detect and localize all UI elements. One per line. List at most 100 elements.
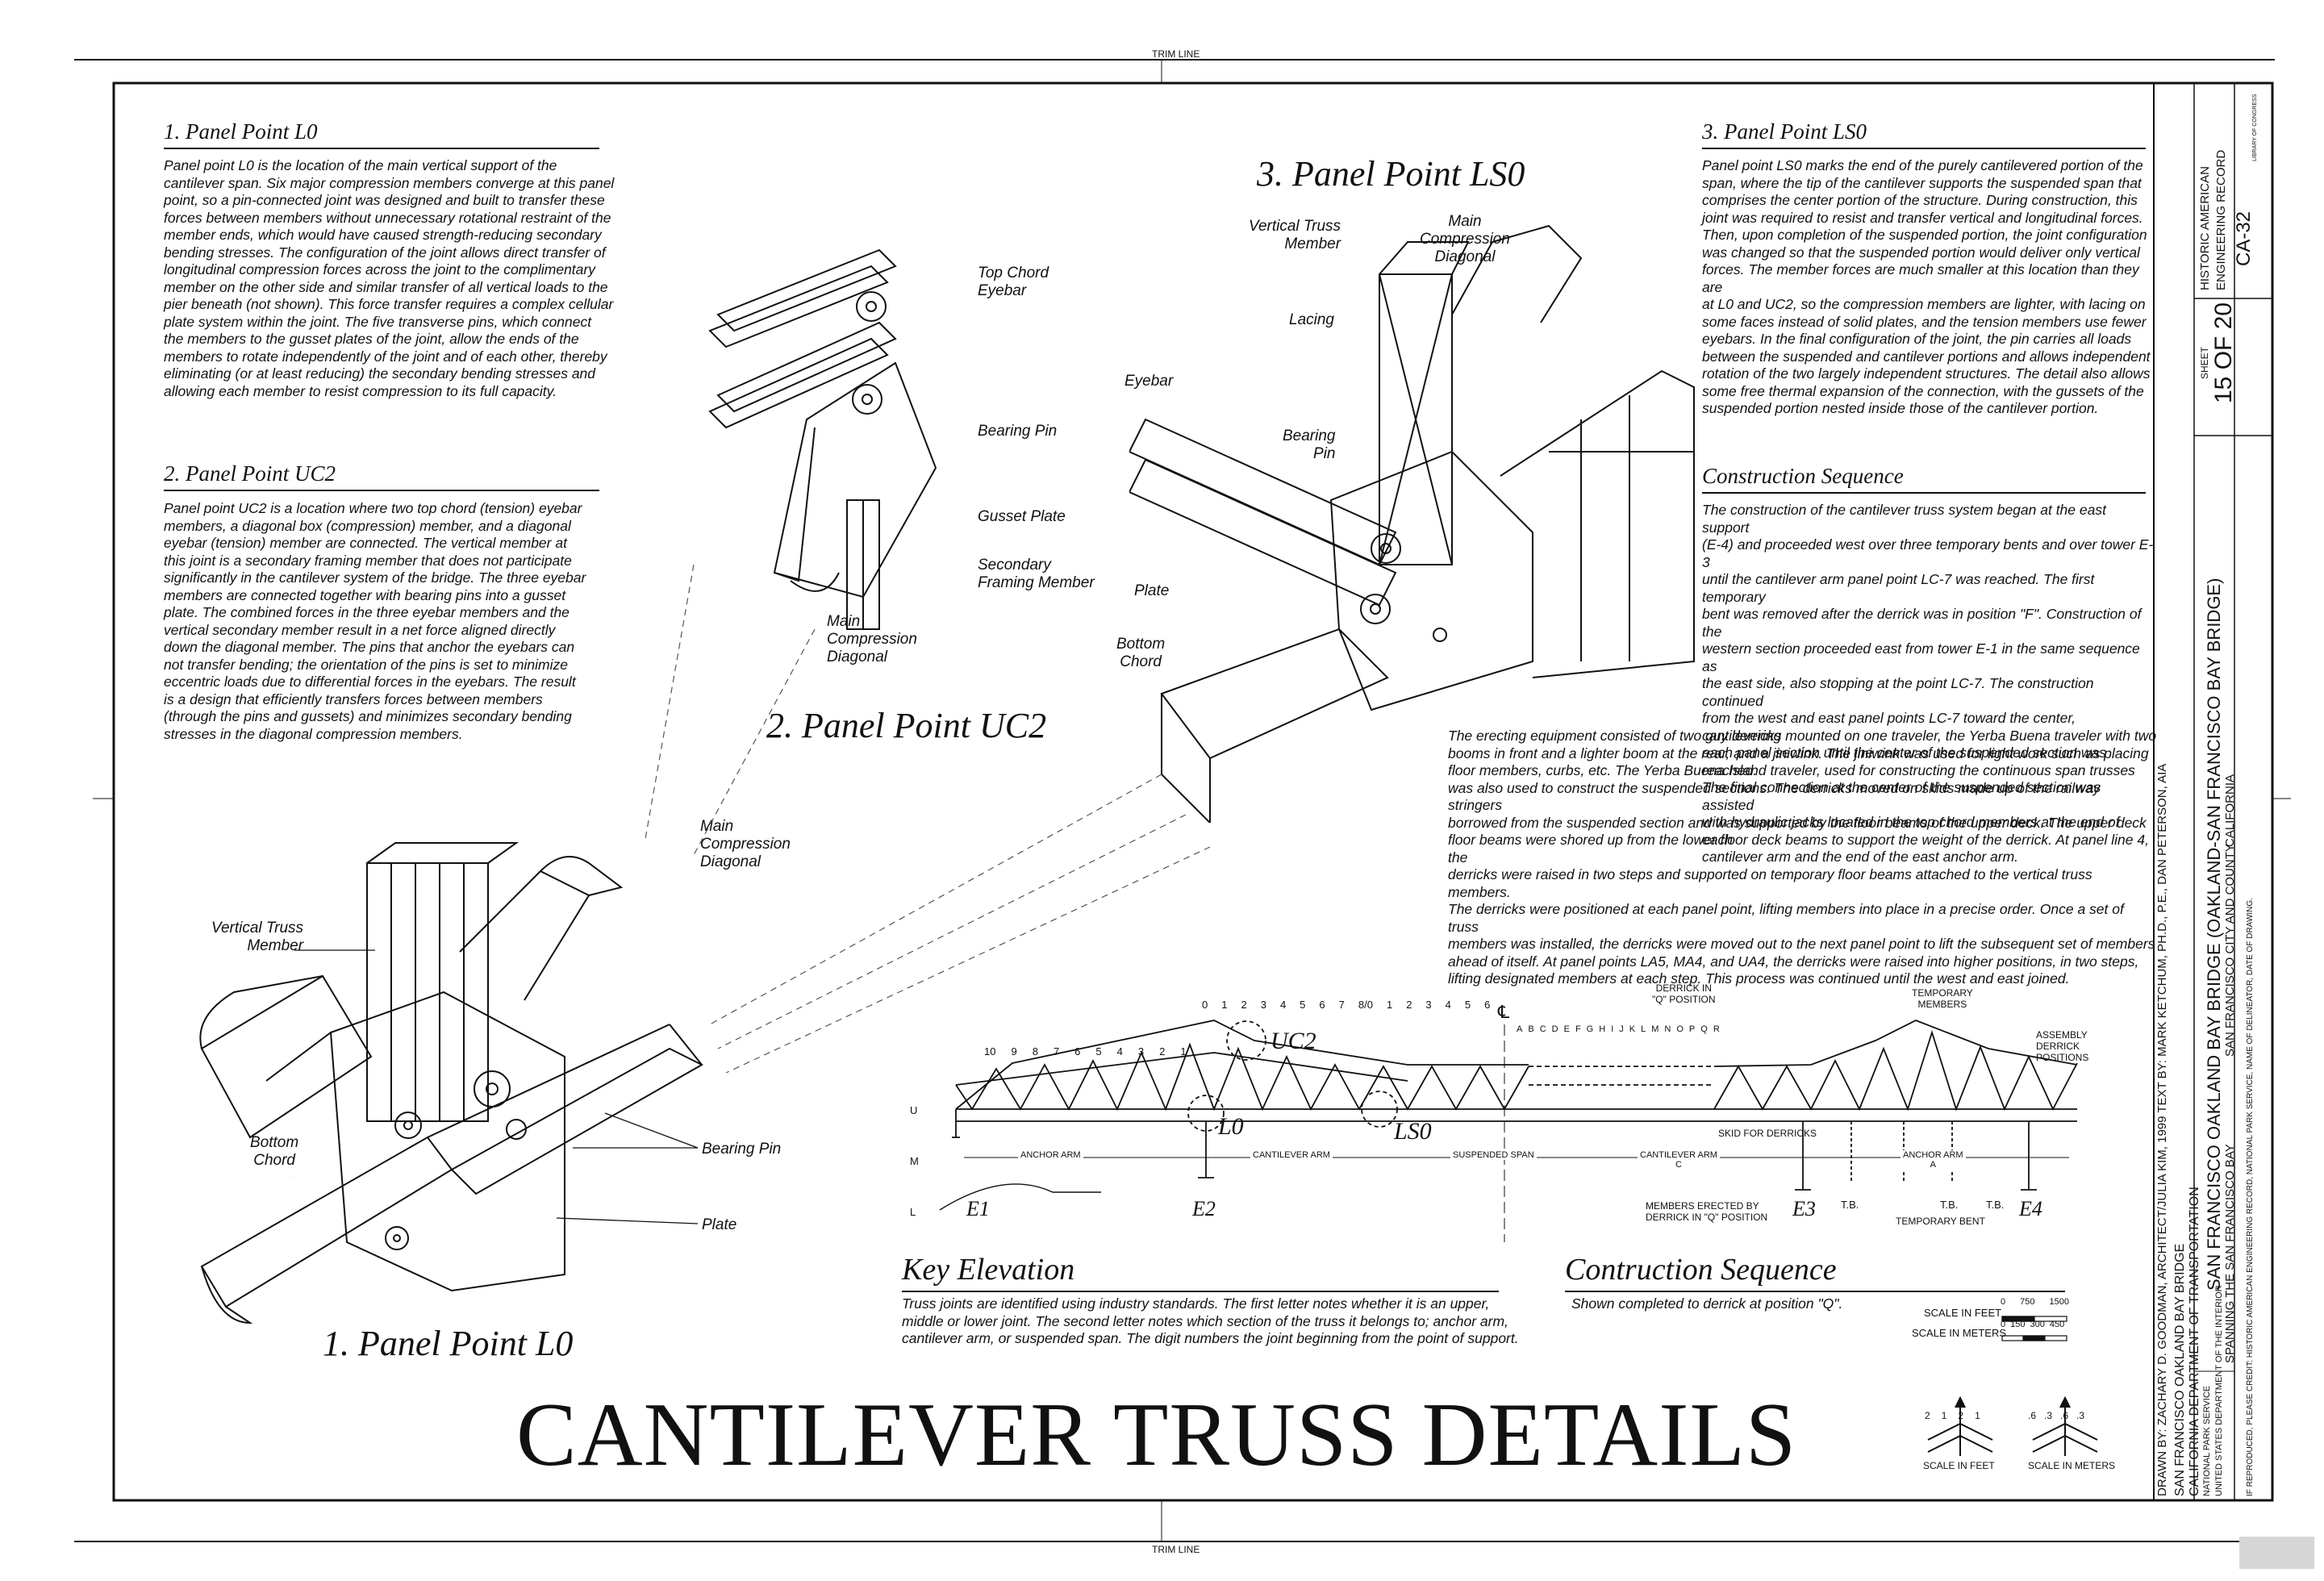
contruction-sequence-text: Shown completed to derrick at position "… <box>1571 1295 1843 1312</box>
cant-num: 8/0 <box>1358 999 1373 1011</box>
pier-e3: E3 <box>1792 1197 1816 1220</box>
span-cantilever-left: CANTILEVER ARM <box>1250 1150 1333 1160</box>
panel-point-uc2-drawing <box>708 248 937 630</box>
anchor-num: 2 <box>1159 1045 1166 1057</box>
elevation-letters: A B C D E F G H I J K L M N O P Q R <box>1517 1024 1720 1034</box>
elevation-uml: U M L <box>910 1068 919 1237</box>
north-m-num: .3 <box>2044 1410 2053 1421</box>
ls0-heading: 3. Panel Point LS0 <box>1702 119 2146 149</box>
uc2-callout-secondary: Secondary Framing Member <box>978 557 1095 591</box>
title-block-line2: CALIFORNIA DEPARTMENT OF TRANSPORTATION <box>2188 1187 2201 1496</box>
cant-num: 4 <box>1445 999 1451 1011</box>
pier-e2: E2 <box>1192 1197 1216 1220</box>
scale-meters-ticks: 0 150 300 450 <box>2001 1320 2064 1329</box>
ls0-callout-plate: Plate <box>1134 582 1170 599</box>
uc2-callout-gusset: Gusset Plate <box>978 508 1066 525</box>
scale-meters-label: SCALE IN METERS <box>1912 1327 2007 1339</box>
north-feet-label: SCALE IN FEET <box>1923 1460 1995 1471</box>
cant-num: 2 <box>1241 999 1247 1011</box>
cant-num: 6 <box>1319 999 1325 1011</box>
pier-e4: E4 <box>2019 1197 2042 1220</box>
title-block-lib: LIBRARY OF CONGRESS <box>2252 94 2258 161</box>
uc2-heading: 2. Panel Point UC2 <box>164 461 599 491</box>
cant-num: 1 <box>1221 999 1228 1011</box>
letter-mark: O <box>1676 1024 1684 1034</box>
panel-point-lo-drawing <box>199 842 704 1324</box>
anchor-num: 6 <box>1074 1045 1081 1057</box>
north-m-num: .6 <box>2028 1410 2037 1421</box>
north-m-num: .3 <box>2076 1410 2085 1421</box>
letter-mark: A <box>1517 1024 1523 1034</box>
letter-mark: E <box>1563 1024 1570 1034</box>
cant-num: 5 <box>1300 999 1306 1011</box>
elevation-anchor-numbers: 10 9 8 7 6 5 4 3 2 1 <box>984 1045 1187 1057</box>
title-block-drawn-by: DRAWN BY: ZACHARY D. GOODMAN, ARCHITECT/… <box>2155 763 2169 1496</box>
title-block-bridge-name: SAN FRANCISCO OAKLAND BAY BRIDGE (OAKLAN… <box>2204 578 2224 1291</box>
elevation-u-label: U <box>910 1104 918 1116</box>
anchor-num: 9 <box>1011 1045 1017 1057</box>
title-block-spanning: SPANNING THE SAN FRANCISCO BAY <box>2223 1144 2237 1363</box>
letter-mark: R <box>1713 1024 1720 1034</box>
letter-mark: B <box>1528 1024 1534 1034</box>
title-block-sheet: 15 OF 20 <box>2210 302 2237 403</box>
ls0-callout-main: Main Compression Diagonal <box>1420 213 1510 265</box>
ls0-text: Panel point LS0 marks the end of the pur… <box>1702 157 2151 416</box>
span-suspended: SUSPENDED SPAN <box>1450 1150 1537 1160</box>
note-temp-bent: TEMPORARY BENT <box>1896 1216 1985 1227</box>
pier-e1: E1 <box>966 1197 990 1220</box>
meters-tick: 450 <box>2049 1320 2065 1329</box>
meters-tick: 300 <box>2030 1320 2045 1329</box>
letter-mark: C <box>1539 1024 1546 1034</box>
meters-tick: 150 <box>2010 1320 2026 1329</box>
north-meters-label: SCALE IN METERS <box>2028 1460 2116 1471</box>
span-cantilever-right: CANTILEVER ARM C <box>1638 1150 1720 1170</box>
letter-mark: N <box>1664 1024 1671 1034</box>
cant-num: 7 <box>1338 999 1345 1011</box>
panel-point-ls0-drawing <box>1129 224 1695 823</box>
ls0-callout-bottom: Bottom Chord <box>1116 636 1166 670</box>
elevation-m-label: M <box>910 1155 919 1167</box>
feet-tick: 1500 <box>2049 1297 2069 1307</box>
lo-callout-vertical: Vertical Truss Member <box>211 920 304 954</box>
letter-mark: D <box>1551 1024 1558 1034</box>
title-block-line3: NATIONAL PARK SERVICE <box>2202 1385 2212 1496</box>
ls0-callout-lacing: Lacing <box>1289 311 1334 328</box>
elevation-ls0-mark: LS0 <box>1394 1118 1432 1145</box>
anchor-num: 7 <box>1053 1045 1060 1057</box>
construction-heading: Construction Sequence <box>1702 464 2146 494</box>
elevation-l-label: L <box>910 1206 916 1218</box>
cant-num: 5 <box>1464 999 1471 1011</box>
span-cantilever-right-sub: C <box>1675 1160 1682 1170</box>
scale-glyphs <box>1927 1395 2098 1456</box>
note-members-erected: MEMBERS ERECTED BY DERRICK IN "Q" POSITI… <box>1646 1200 1768 1223</box>
letter-mark: H <box>1599 1024 1606 1034</box>
key-elevation-text: Truss joints are identified using indust… <box>902 1295 1519 1346</box>
cant-num: 4 <box>1279 999 1287 1011</box>
span-cantilever-right-label: CANTILEVER ARM <box>1640 1150 1717 1160</box>
north-feet-num: 1 <box>1941 1410 1947 1421</box>
title-block-city: SAN FRANCISCO CITY AND COUNTY <box>2223 844 2237 1057</box>
temp-bent-3: T.B. <box>1986 1199 2005 1211</box>
anchor-num: 10 <box>984 1045 996 1057</box>
scale-bars <box>2001 1316 2067 1341</box>
lo-leaders <box>290 949 699 1224</box>
letter-mark: M <box>1651 1024 1659 1034</box>
north-feet-num: 1 <box>1975 1410 1980 1421</box>
anchor-num: 3 <box>1137 1045 1145 1057</box>
span-anchor-right-label: ANCHOR ARM <box>1903 1150 1963 1160</box>
north-feet-numbers: 2 1 2 1 <box>1925 1410 1980 1421</box>
cant-num: 3 <box>1425 999 1432 1011</box>
lo-heading: 1. Panel Point L0 <box>164 119 599 149</box>
note-temp-members: TEMPORARY MEMBERS <box>1912 987 1973 1010</box>
temp-bent-2: T.B. <box>1940 1199 1959 1211</box>
cant-num: 2 <box>1406 999 1412 1011</box>
anchor-num: 8 <box>1032 1045 1038 1057</box>
letter-mark: G <box>1586 1024 1594 1034</box>
title-block-haer-no: CA-32 <box>2233 211 2255 266</box>
lo-callout-plate: Plate <box>702 1216 737 1233</box>
trim-line-top: TRIM LINE <box>1152 48 1200 60</box>
letter-mark: P <box>1688 1024 1696 1034</box>
